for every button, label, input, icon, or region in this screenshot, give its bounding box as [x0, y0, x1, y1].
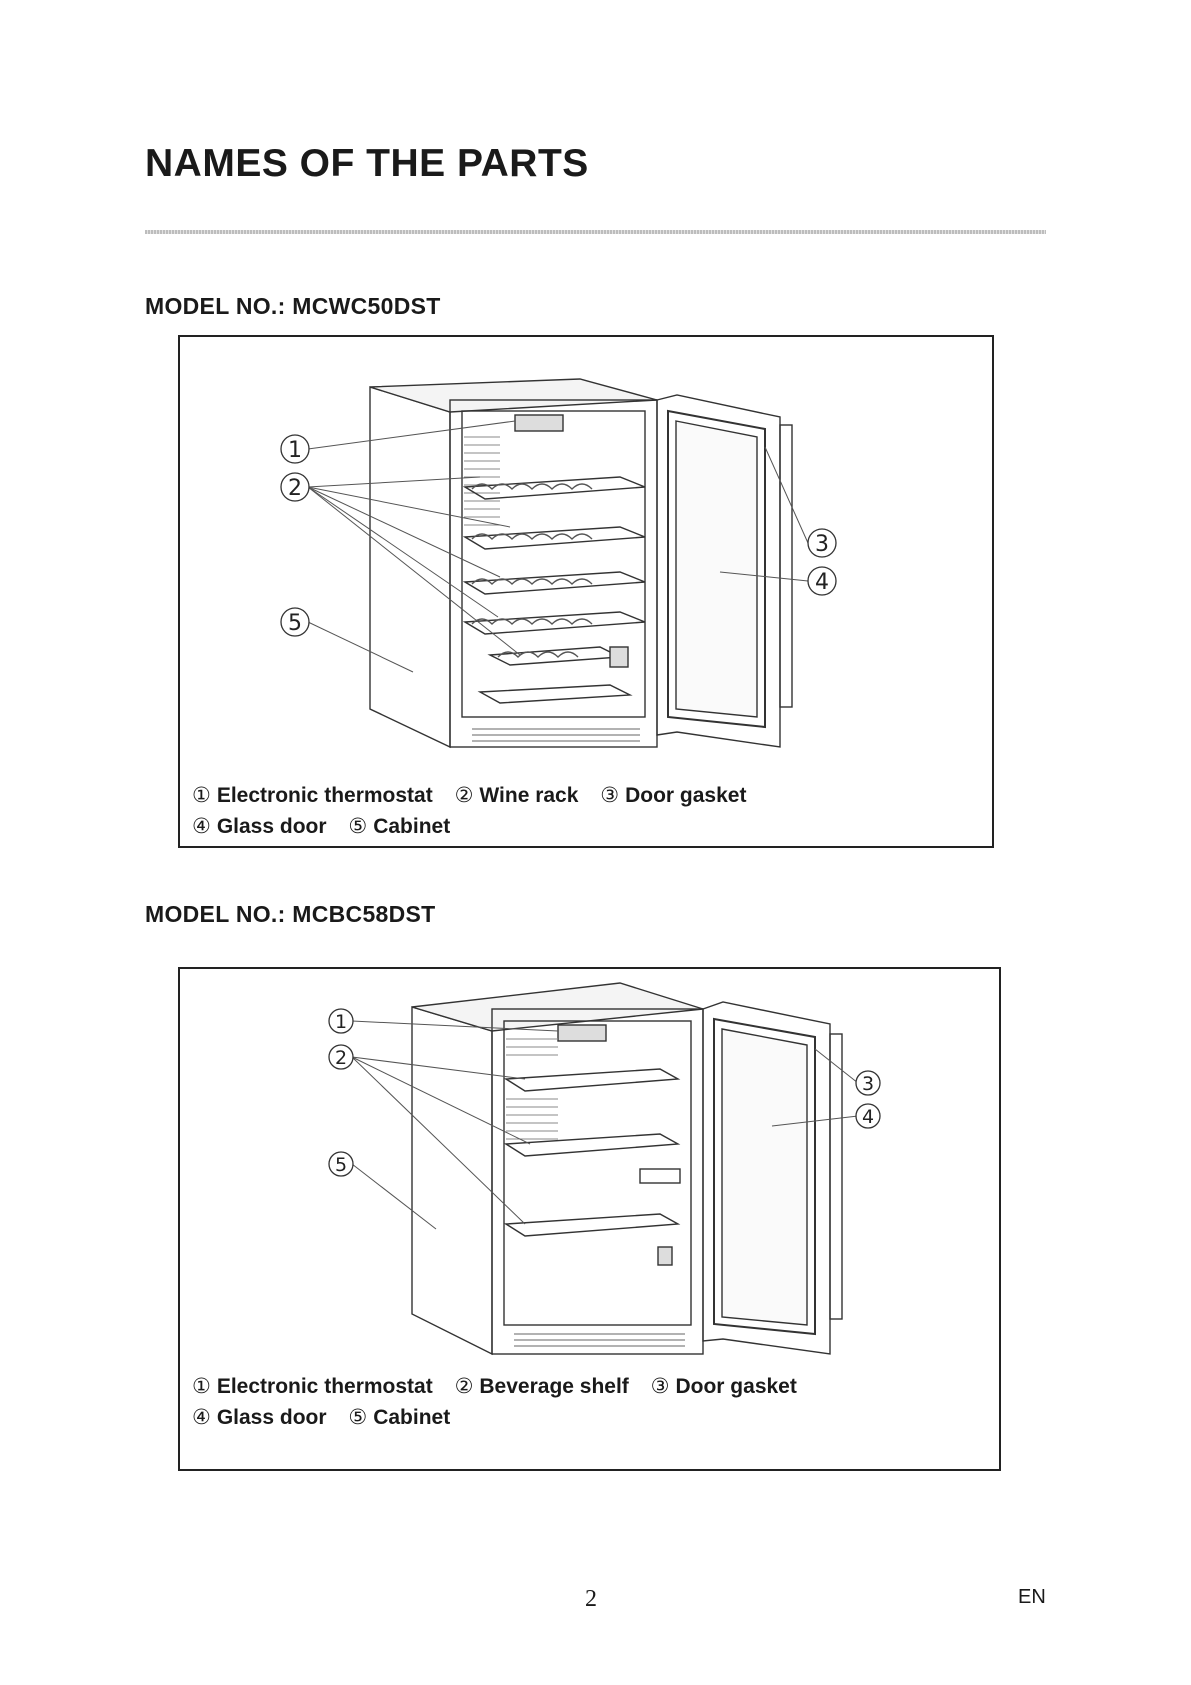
- legend-item: Glass door: [217, 815, 327, 838]
- model-1-label: MODEL NO.: MCWC50DST: [145, 293, 441, 320]
- legend-item: Beverage shelf: [479, 1375, 628, 1398]
- model-2-glass-door: [722, 1029, 807, 1325]
- model-1-glass-door: [676, 421, 757, 717]
- model-2-callout-5: 5: [335, 1154, 347, 1176]
- model-2-callout-1: 1: [335, 1011, 347, 1033]
- model-1-callout-5: 5: [288, 611, 302, 636]
- legend-item: Door gasket: [625, 784, 746, 807]
- language-code: EN: [1018, 1586, 1046, 1609]
- page-number: 2: [585, 1586, 597, 1613]
- model-1-callout-1: 1: [288, 438, 302, 463]
- model-1-diagram: 1 2 3 4 5: [180, 337, 992, 846]
- model-2-callout-3: 3: [862, 1073, 874, 1095]
- legend-item: Cabinet: [373, 815, 450, 838]
- page-title: NAMES OF THE PARTS: [145, 142, 589, 186]
- title-divider: [145, 230, 1046, 234]
- model-2-callout-4: 4: [862, 1106, 874, 1128]
- model-2-cabinet-front: [492, 1009, 703, 1354]
- model-1-callout-4: 4: [815, 570, 829, 595]
- model-1-callout-3: 3: [815, 532, 829, 557]
- legend-item: Door gasket: [675, 1375, 796, 1398]
- model-2-callout-2: 2: [335, 1047, 347, 1069]
- model-2-door-handle: [830, 1034, 842, 1319]
- model-1-door-handle: [780, 425, 792, 707]
- model-1-callout-2: 2: [288, 476, 302, 501]
- model-1-cabinet-side: [370, 387, 450, 747]
- legend-item: Electronic thermostat: [217, 1375, 433, 1398]
- legend-item: Glass door: [217, 1406, 327, 1429]
- model-1-wine-racks: [465, 477, 645, 703]
- model-2-cabinet-top: [412, 983, 703, 1031]
- legend-item: Wine rack: [479, 784, 578, 807]
- legend-item: Electronic thermostat: [217, 784, 433, 807]
- legend-item: Cabinet: [373, 1406, 450, 1429]
- model-2-thermostat: [558, 1025, 606, 1041]
- model-2-label: MODEL NO.: MCBC58DST: [145, 901, 436, 928]
- model-1-thermostat: [515, 415, 563, 431]
- model-2-beverage-shelves: [506, 1069, 678, 1236]
- model-1-cabinet-top: [370, 379, 657, 412]
